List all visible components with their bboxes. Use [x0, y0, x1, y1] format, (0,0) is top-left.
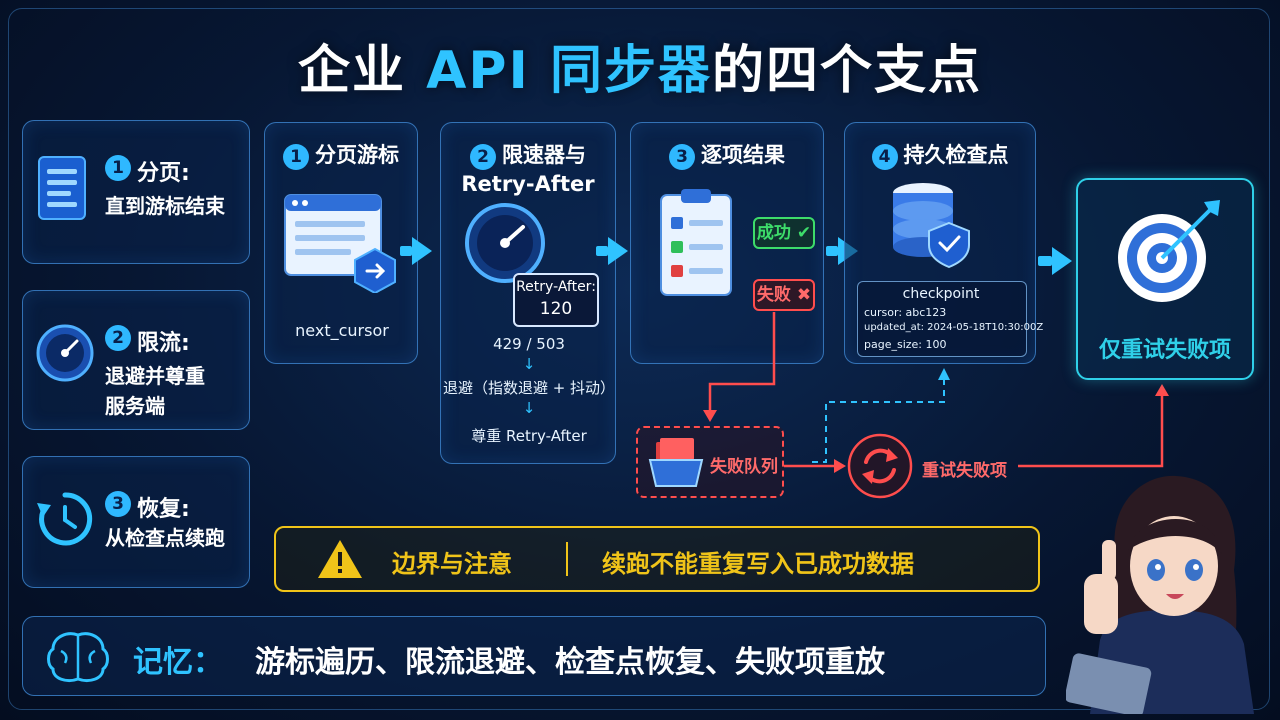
brain-icon [47, 632, 109, 683]
success-badge: 成功 ✔ [753, 217, 815, 249]
side-panel-recovery: 3 恢复: 从检查点续跑 [22, 456, 250, 588]
warning-triangle-icon [318, 540, 362, 578]
side-desc: 退避并尊重服务端 [105, 364, 205, 418]
page-title: 企业 API 同步器的四个支点 [298, 41, 982, 101]
target-panel: 仅重试失败项 [1076, 178, 1254, 380]
side-title: 恢复: [137, 497, 190, 522]
failure-queue: 失败队列 [636, 426, 784, 498]
warning-label: 边界与注意 [392, 550, 512, 578]
side-desc: 从检查点续跑 [105, 526, 225, 550]
side-panel-pagination: 1 分页: 直到游标结束 [22, 120, 250, 264]
speedometer-icon [36, 324, 94, 382]
down-arrow-icon: ↓ [522, 399, 536, 417]
check-icon: ✔ [796, 223, 812, 243]
browser-window-icon [284, 194, 396, 293]
flow-arrow [412, 237, 432, 265]
target-icon [1118, 200, 1220, 302]
side-panel-rate-limit: 2 限流: 退避并尊重服务端 [22, 290, 250, 430]
flow-step: 429 / 503 [493, 335, 565, 353]
warning-text: 续跑不能重复写入已成功数据 [602, 550, 914, 578]
character-illustration [1066, 475, 1254, 714]
checkpoint-card: checkpoint cursor: abc123 updated_at: 20… [857, 281, 1043, 357]
flow-arrow-shaft [826, 246, 838, 256]
fail-badge: 失败 ✖ [753, 279, 815, 311]
divider [566, 542, 568, 576]
clipboard-checklist-icon [660, 189, 732, 296]
cursor-label: next_cursor [295, 321, 389, 340]
cross-icon: ✖ [796, 285, 812, 305]
inbox-tray-icon [648, 438, 704, 487]
flow-arrow [608, 237, 628, 265]
database-shield-icon [893, 183, 970, 269]
restore-clock-icon [37, 492, 93, 546]
down-arrow-icon: ↓ [522, 355, 536, 373]
side-num: 2 [105, 325, 131, 351]
outer-frame [8, 8, 1270, 710]
flow-arrow-shaft [400, 246, 412, 256]
side-title: 分页: [137, 161, 190, 186]
memory-label: 记忆： [133, 645, 223, 680]
flow-arrow [1052, 247, 1072, 275]
side-title: 限流: [137, 331, 190, 356]
flow-step: 退避（指数退避 + 抖动） [442, 379, 616, 397]
retry-after-bubble: Retry-After: 120 [513, 273, 599, 327]
side-desc: 直到游标结束 [105, 194, 225, 218]
memory-bar: 记忆： 游标遍历、限流退避、检查点恢复、失败项重放 [22, 616, 1046, 696]
speedometer-icon [465, 203, 545, 283]
flow-arrow-shaft [596, 246, 608, 256]
side-num: 3 [105, 491, 131, 517]
side-num: 1 [105, 155, 131, 181]
retry-icon [847, 433, 913, 499]
warning-bar: 边界与注意 续跑不能重复写入已成功数据 [274, 526, 1040, 592]
memory-text: 游标遍历、限流退避、检查点恢复、失败项重放 [255, 645, 885, 680]
flow-arrow-shaft [1038, 256, 1052, 266]
list-icon [38, 156, 86, 220]
retry-label: 重试失败项 [922, 461, 1007, 481]
flow-step: 尊重 Retry-After [471, 427, 587, 445]
